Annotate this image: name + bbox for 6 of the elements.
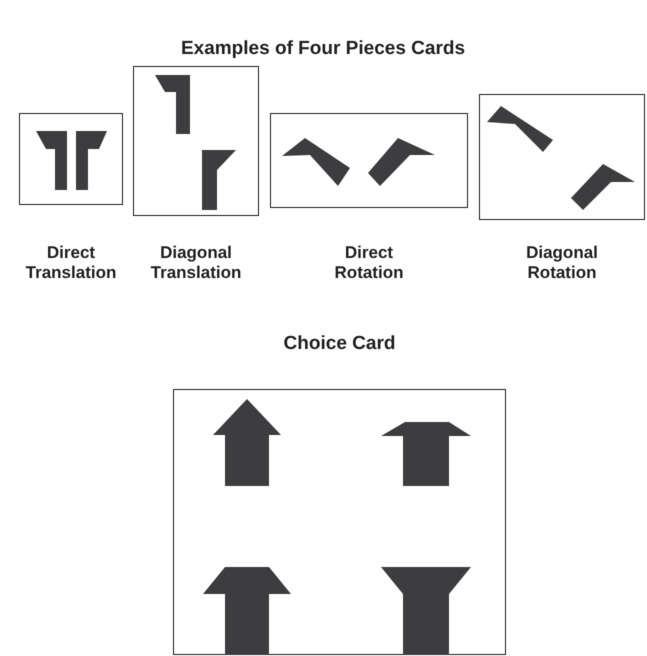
card-caption: Diagonal Rotation	[525, 243, 599, 283]
card-heading: Choice Card	[284, 333, 396, 355]
title: Examples of Four Pieces Cards	[180, 38, 466, 60]
card-caption: Diagonal Translation	[150, 243, 242, 283]
card-caption: Direct Translation	[24, 243, 118, 283]
card-caption: Direct Rotation	[334, 243, 404, 283]
